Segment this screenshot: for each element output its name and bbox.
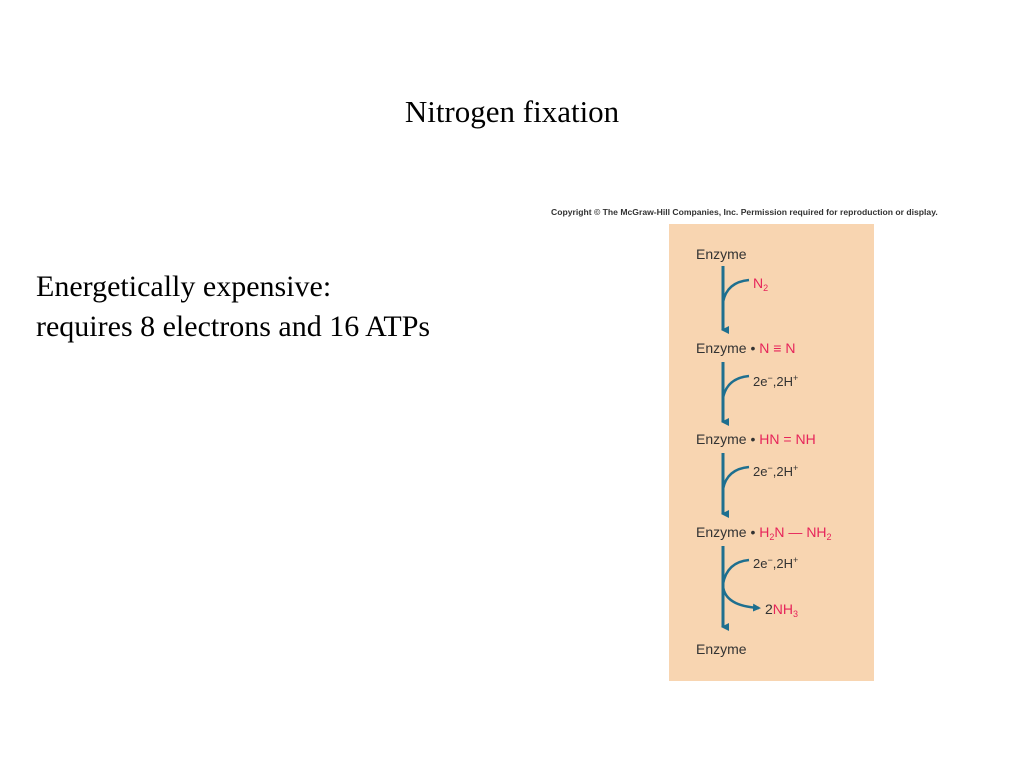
enzyme-label-5: Enzyme xyxy=(696,641,747,657)
nitrogenase-diagram: Enzyme N2 Enzyme • N ≡ N 2e−,2H+ Enzyme … xyxy=(669,224,874,681)
n2-base: N xyxy=(753,275,764,291)
n-triple-n: N ≡ N xyxy=(759,340,796,356)
diagram-arrows xyxy=(721,266,761,631)
h2n-single-nh2: H2N — NH2 xyxy=(759,524,832,542)
arrow-input-n2 xyxy=(721,278,750,303)
n2-input-label: N2 xyxy=(753,275,768,296)
body-text: Energetically expensive: requires 8 elec… xyxy=(36,267,430,347)
enzyme-label-1: Enzyme xyxy=(696,246,747,262)
hn-double-nh: HN = NH xyxy=(759,431,816,447)
reagent-label-1: 2e−,2H+ xyxy=(753,373,799,389)
slide-title: Nitrogen fixation xyxy=(404,94,620,129)
complex-label-3: Enzyme • HN = NH xyxy=(696,431,816,447)
complex-label-4: Enzyme • H2N — NH2 xyxy=(696,524,832,545)
enzyme-label-4: Enzyme • xyxy=(696,524,756,540)
enzyme-label-3: Enzyme • xyxy=(696,431,756,447)
nh3-product-label: 2NH3 xyxy=(765,601,799,619)
arrow-output-nh3 xyxy=(721,585,761,612)
reagent-label-3: 2e−,2H+ xyxy=(753,555,799,571)
body-line-2: requires 8 electrons and 16 ATPs xyxy=(36,310,431,343)
arrow-input-reagent-2 xyxy=(721,465,750,490)
reagent-label-2: 2e−,2H+ xyxy=(753,463,799,479)
n2-sub: 2 xyxy=(763,283,769,293)
body-line-1: Energetically expensive: xyxy=(36,270,332,303)
complex-label-2: Enzyme • N ≡ N xyxy=(696,340,795,356)
copyright-notice: Copyright © The McGraw-Hill Companies, I… xyxy=(551,207,938,217)
arrow-input-reagent-1 xyxy=(721,374,750,399)
nh3-text: NH3 xyxy=(772,601,799,619)
enzyme-label-2: Enzyme • xyxy=(696,340,756,356)
arrow-input-reagent-3 xyxy=(721,558,750,585)
